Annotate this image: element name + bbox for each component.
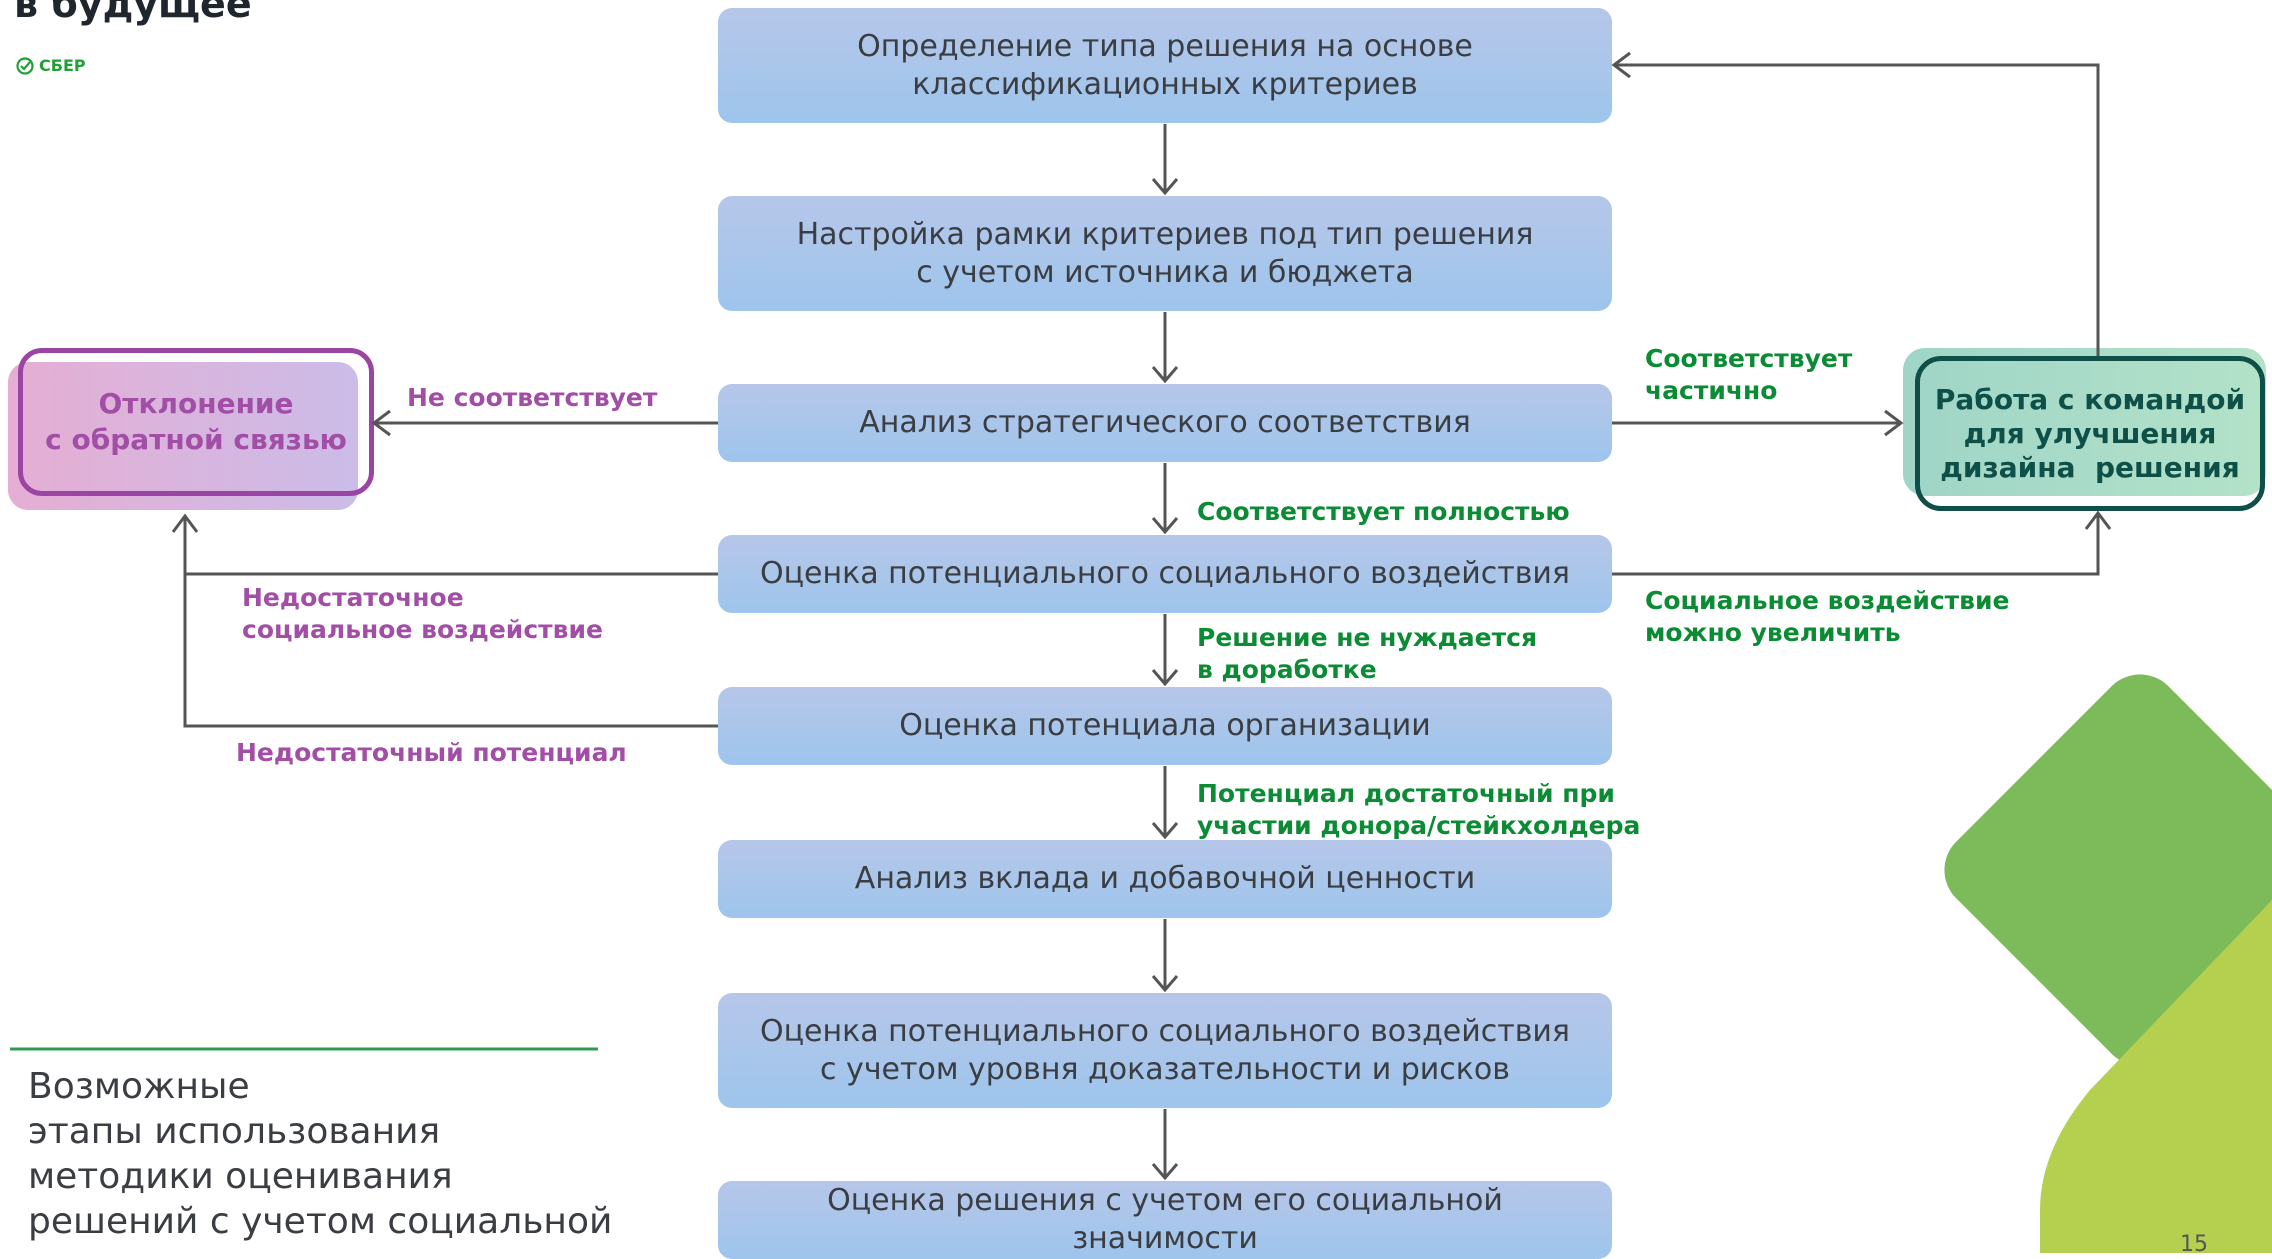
reject-box-background [8,362,358,510]
arrow-step6-to-step7 [1151,919,1179,993]
step-2-criteria-setup: Настройка рамки критериев под тип решени… [718,196,1612,311]
label-full-match: Соответствует полностью [1197,497,1570,526]
line-improve-to-step1 [1611,51,2100,356]
label-impact-can-increase: Социальное воздействие можно увеличить [1645,586,2010,647]
label-insufficient-impact: Недостаточное социальное воздействие [242,583,603,644]
label-potential-with-donor: Потенциал достаточный при участии донора… [1197,779,1641,840]
step-5-organization-potential: Оценка потенциала организации [718,687,1612,765]
sber-brand-text: СБЕР [39,56,86,75]
arrow-step3-to-step4 [1151,463,1179,535]
improve-box: Работа с командой для улучшения дизайна … [1934,382,2246,484]
sber-logo: СБЕР [16,56,86,75]
arrow-to-reject [371,409,718,437]
line-step4-to-improve [1612,510,2112,576]
arrow-step5-to-step6 [1151,766,1179,840]
lime-leaf-shape [2040,900,2272,1253]
slide-caption: Возможные этапы использования методики о… [28,1066,613,1242]
arrow-to-improve [1612,409,1904,437]
arrow-step4-to-step5 [1151,614,1179,687]
step-6-contribution-analysis: Анализ вклада и добавочной ценности [718,840,1612,918]
arrow-step1-to-step2 [1151,124,1179,196]
sber-check-icon [16,56,34,75]
step-4-impact-assessment: Оценка потенциального социального воздей… [718,535,1612,613]
improve-box-background [1903,348,2266,496]
arrow-step2-to-step3 [1151,312,1179,384]
label-not-match: Не соответствует [407,383,658,412]
page-number: 15 [2180,1232,2208,1257]
reject-box: Отклонение с обратной связью [45,387,347,456]
step-1-type-definition: Определение типа решения на основе класс… [718,8,1612,123]
line-step5-to-reject [171,513,718,728]
step-3-strategic-analysis: Анализ стратегического соответствия [718,384,1612,462]
label-partial-match: Соответствует частично [1645,344,1853,405]
label-insufficient-potential: Недостаточный потенциал [236,738,627,767]
improve-box-border [1915,356,2265,511]
step-7-impact-with-evidence: Оценка потенциального социального воздей… [718,993,1612,1108]
reject-box-border [18,348,374,496]
header-title: в будущее [14,0,252,26]
arrow-step7-to-step8 [1151,1109,1179,1181]
step-8-final-assessment: Оценка решения с учетом его социальной з… [718,1181,1612,1259]
label-no-rework: Решение не нуждается в доработке [1197,623,1537,684]
